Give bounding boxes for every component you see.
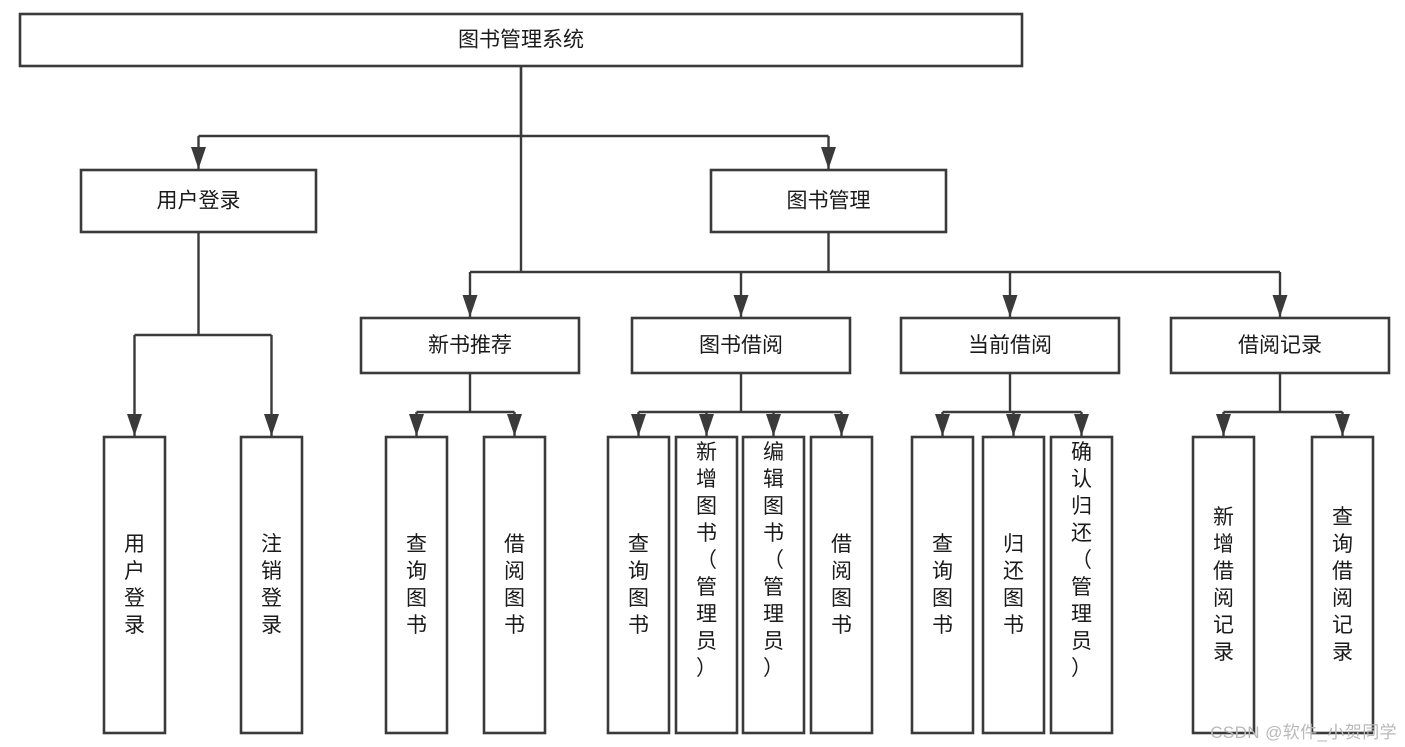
leaf-node-12-box <box>1310 435 1375 735</box>
level2-node-0-label: 用户登录 <box>157 190 241 213</box>
leaf-node-0-label: 用户登录 <box>124 533 145 637</box>
leaf-node-3-label: 借阅图书 <box>504 533 525 637</box>
leaf-node-10-label: 确认归还（管理员） <box>1071 441 1092 680</box>
leaf-node-5[interactable]: 新增图书（管理员） <box>674 435 739 735</box>
arrow-head-icon <box>1002 295 1018 317</box>
leaf-node-8-box <box>910 435 975 735</box>
leaf-node-6-label: 编辑图书（管理员） <box>763 441 784 680</box>
arrow-head-icon <box>834 414 849 436</box>
leaf-node-5-box <box>674 435 739 735</box>
arrow-head-icon <box>821 147 836 169</box>
leaf-node-10-box <box>1049 435 1114 735</box>
level2-node-1[interactable]: 图书管理 <box>709 168 948 234</box>
leaf-node-6[interactable]: 编辑图书（管理员） <box>741 435 806 735</box>
arrow-head-icon <box>766 414 781 436</box>
leaf-node-1[interactable]: 注销登录 <box>239 435 304 735</box>
level2-node-1-box <box>709 168 948 234</box>
arrow-head-icon <box>1272 295 1288 317</box>
leaf-node-3-box <box>482 435 547 735</box>
level3-node-0-label: 新书推荐 <box>428 334 512 357</box>
leaf-node-4-label: 查询图书 <box>628 533 649 637</box>
leaf-node-0[interactable]: 用户登录 <box>102 435 167 735</box>
root-node-label: 图书管理系统 <box>458 29 584 52</box>
leaf-node-0-box <box>102 435 167 735</box>
level3-node-2-box <box>899 316 1121 375</box>
arrow-head-icon <box>1006 414 1021 436</box>
arrow-head-icon <box>631 414 646 436</box>
level3-node-2-label: 当前借阅 <box>968 334 1052 357</box>
level2-node-0[interactable]: 用户登录 <box>79 168 318 234</box>
leaf-node-9-label: 归还图书 <box>1003 533 1024 637</box>
leaf-node-12[interactable]: 查询借阅记录 <box>1310 435 1375 735</box>
arrow-head-icon <box>507 414 522 436</box>
leaf-node-1-label: 注销登录 <box>261 533 282 637</box>
leaf-node-2-label: 查询图书 <box>406 533 427 637</box>
leaf-node-7[interactable]: 借阅图书 <box>809 435 874 735</box>
root-node[interactable]: 图书管理系统 <box>18 12 1024 68</box>
leaf-node-11[interactable]: 新增借阅记录 <box>1191 435 1256 735</box>
leaf-node-4-box <box>606 435 671 735</box>
connector-layer <box>127 66 1350 436</box>
level3-node-1-label: 图书借阅 <box>699 334 783 357</box>
level2-node-1-label: 图书管理 <box>787 190 871 213</box>
leaf-node-9[interactable]: 归还图书 <box>981 435 1046 735</box>
leaf-node-7-box <box>809 435 874 735</box>
leaf-node-5-label: 新增图书（管理员） <box>696 441 717 680</box>
leaf-node-1-box <box>239 435 304 735</box>
arrow-head-icon <box>699 414 714 436</box>
level2-node-0-box <box>79 168 318 234</box>
arrow-head-icon <box>1216 414 1231 436</box>
arrow-head-icon <box>733 295 749 317</box>
arrow-head-icon <box>264 414 279 436</box>
watermark-text: CSDN @软件_小贺同学 <box>1210 723 1397 742</box>
level3-node-0-box <box>359 316 581 375</box>
level3-node-1-box <box>630 316 852 375</box>
level3-node-2[interactable]: 当前借阅 <box>899 316 1121 375</box>
leaf-node-2[interactable]: 查询图书 <box>384 435 449 735</box>
arrow-head-icon <box>127 414 142 436</box>
leaf-node-10[interactable]: 确认归还（管理员） <box>1049 435 1114 735</box>
arrow-head-icon <box>1335 414 1350 436</box>
leaf-node-12-label: 查询借阅记录 <box>1332 506 1353 664</box>
node-layer: 图书管理系统用户登录图书管理新书推荐图书借阅当前借阅借阅记录用户登录注销登录查询… <box>18 12 1391 735</box>
leaf-node-4[interactable]: 查询图书 <box>606 435 671 735</box>
leaf-node-9-box <box>981 435 1046 735</box>
leaf-node-6-box <box>741 435 806 735</box>
arrow-head-icon <box>191 147 206 169</box>
level3-node-3-box <box>1169 316 1391 375</box>
root-node-box <box>18 12 1024 68</box>
level3-node-3-label: 借阅记录 <box>1238 334 1322 357</box>
leaf-node-8[interactable]: 查询图书 <box>910 435 975 735</box>
leaf-node-3[interactable]: 借阅图书 <box>482 435 547 735</box>
level3-node-3[interactable]: 借阅记录 <box>1169 316 1391 375</box>
leaf-node-7-label: 借阅图书 <box>831 533 852 637</box>
arrow-head-icon <box>935 414 950 436</box>
arrow-head-icon <box>462 295 478 317</box>
leaf-node-11-label: 新增借阅记录 <box>1213 506 1234 664</box>
leaf-node-2-box <box>384 435 449 735</box>
arrow-head-icon <box>1074 414 1089 436</box>
leaf-node-11-box <box>1191 435 1256 735</box>
level3-node-0[interactable]: 新书推荐 <box>359 316 581 375</box>
level3-node-1[interactable]: 图书借阅 <box>630 316 852 375</box>
arrow-head-icon <box>409 414 424 436</box>
leaf-node-8-label: 查询图书 <box>932 533 953 637</box>
